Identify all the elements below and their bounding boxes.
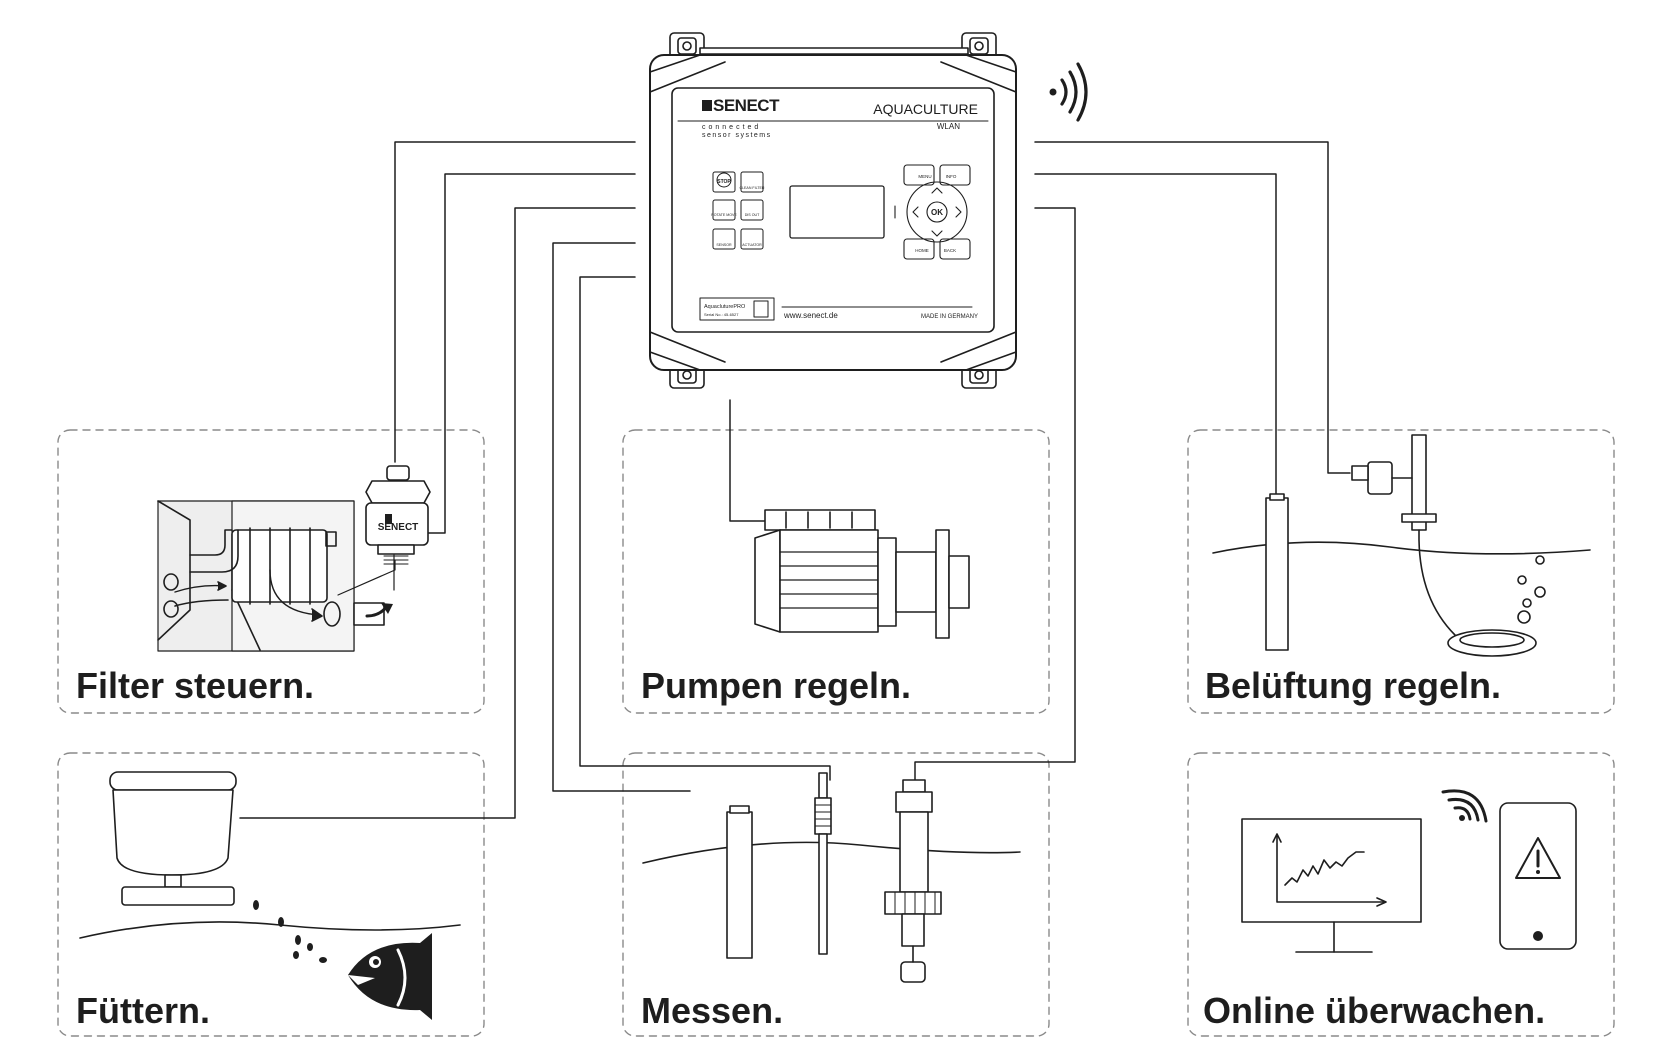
panel-title-filter: Filter steuern. [76,665,315,706]
controller-brand: SENECT [713,96,780,115]
ok-button[interactable]: OK [931,208,943,217]
panel-title-measure: Messen. [641,990,784,1031]
feeder-illustration [79,771,461,1020]
monitor-chart-illustration [1241,818,1422,953]
panel-feed-border [57,752,485,1037]
panel-title-aeration: Belüftung regeln. [1205,665,1501,706]
panel-aeration-border [1187,429,1615,714]
wifi-signal-icon [1049,62,1088,122]
pump-illustration [754,509,970,639]
panel-online-border [1187,752,1615,1037]
controller-website: www.senect.de [783,311,838,320]
fish-icon [348,933,432,1020]
measurement-probes [642,772,1021,983]
controller-unit [649,32,1017,389]
home-button[interactable]: HOME [915,248,929,253]
controller-model: AquacluturePRO [704,304,746,310]
sensor-brand: SENECT [378,522,419,533]
drum-filter-illustration [157,500,396,652]
panel-title-pump: Pumpen regeln. [641,665,912,706]
pressure-sensor-illustration [365,465,431,565]
controller-made-in: MADE IN GERMANY [921,314,978,320]
controller-serial: Serial No.: 45-6527 [704,312,739,317]
panel-title-feed: Füttern. [76,990,210,1031]
controller-brand-sub-2: sensor systems [702,132,772,139]
phone-wifi-icon [1441,789,1488,823]
panel-filter-border [57,429,485,714]
menu-button[interactable]: MENU [918,174,931,179]
controller-network: WLAN [937,122,960,131]
controller-brand-sub-1: connected [702,124,761,131]
controller-product-name: AQUACULTURE [873,101,978,117]
stop-button[interactable]: STOP [717,179,731,185]
panel-pump-border [622,429,1050,714]
sensor-button[interactable]: SENSOR [716,243,732,247]
clean-filter-button[interactable]: CLEAN FILTER [739,186,764,190]
back-button[interactable]: BACK [944,248,956,253]
actuator-button[interactable]: ACTUATOR [742,243,762,247]
dis-out-button[interactable]: DIS OUT [745,213,760,217]
info-button[interactable]: INFO [946,174,957,179]
warning-icon [1515,837,1561,879]
panel-measure-border [622,752,1050,1037]
aeration-illustration [1212,434,1591,657]
rotate-move-button[interactable]: ROTATE MOVE [711,213,737,217]
panel-title-online: Online überwachen. [1203,990,1546,1031]
phone-illustration [1499,802,1577,950]
